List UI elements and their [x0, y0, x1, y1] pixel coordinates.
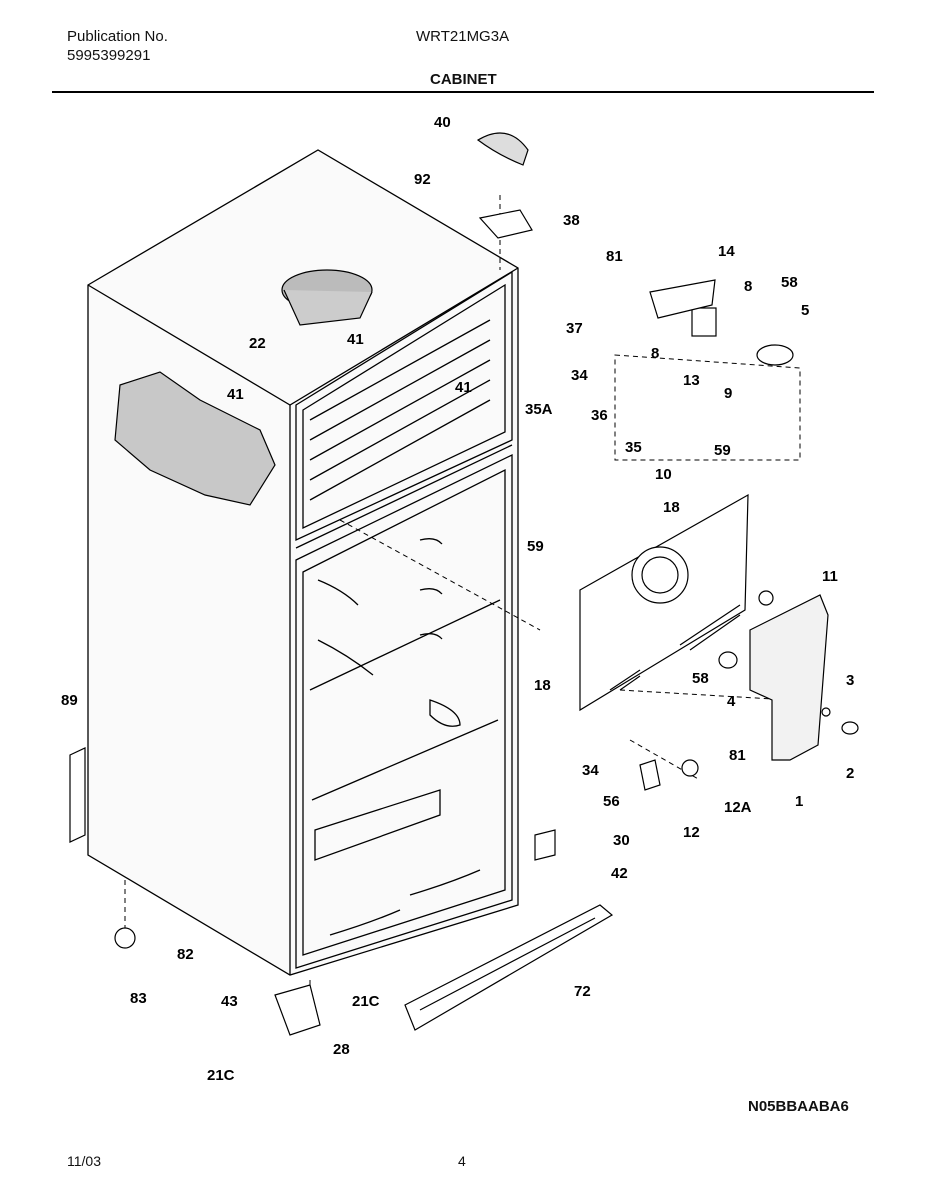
parts: [69, 132, 859, 1036]
callout-38: 38: [563, 212, 580, 229]
callout-59: 10: [655, 466, 672, 483]
section-title: CABINET: [430, 71, 497, 88]
publication-number: 5995399291: [67, 47, 151, 64]
page-number: 4: [458, 1153, 466, 1169]
callout-2: 2: [846, 765, 854, 782]
callout-42: 42: [611, 865, 628, 882]
callout-81: 81: [606, 248, 623, 265]
callout-21C: 21C: [207, 1067, 235, 1084]
callout-34: 34: [571, 367, 588, 384]
callout-40: 40: [434, 114, 451, 131]
callout-82: 82: [177, 946, 194, 963]
callout-72: 72: [574, 983, 591, 1000]
callout-58: 58: [692, 670, 709, 687]
callout-8: 8: [744, 278, 752, 295]
callout-35: 35: [625, 439, 642, 456]
diagram-code: N05BBAABA6: [748, 1098, 849, 1115]
part-callouts: 40 92 38 81 14 58 8 5 37 41 22 41 41 34 …: [61, 114, 854, 1084]
callout-58: 58: [781, 274, 798, 291]
callout-35A: 35A: [525, 401, 553, 418]
callout-13: 13: [683, 372, 700, 389]
model-number: WRT21MG3A: [416, 28, 510, 45]
cabinet-body: [87, 149, 519, 976]
callout-41: 41: [227, 386, 244, 403]
callout-83: 83: [130, 990, 147, 1007]
callout-37: 37: [566, 320, 583, 337]
callout-43: 43: [221, 993, 238, 1010]
callout-81: 81: [729, 747, 746, 764]
callout-56: 56: [603, 793, 620, 810]
callout-22: 22: [249, 335, 266, 352]
callout-18: 18: [663, 499, 680, 516]
callout-5: 5: [801, 302, 809, 319]
callout-12A: 12A: [724, 799, 752, 816]
callout-41: 41: [455, 379, 472, 396]
publication-label: Publication No.: [67, 28, 168, 45]
callout-30: 30: [613, 832, 630, 849]
callout-3: 3: [846, 672, 854, 689]
callout-8: 8: [651, 345, 659, 362]
callout-4: 4: [727, 693, 736, 710]
callout-36: 36: [591, 407, 608, 424]
callout-12: 12: [683, 824, 700, 841]
callout-1: 1: [795, 793, 803, 810]
callout-18: 18: [534, 677, 551, 694]
callout-11: 11: [822, 568, 838, 585]
callout-59: 59: [527, 538, 544, 555]
callout-14: 14: [718, 243, 735, 260]
callout-9: 9: [724, 385, 732, 402]
callout-10: 59: [714, 442, 731, 459]
callout-92: 92: [414, 171, 431, 188]
callout-41: 41: [347, 331, 364, 348]
callout-89: 89: [61, 692, 78, 709]
callout-34: 34: [582, 762, 599, 779]
callout-28: 28: [333, 1041, 350, 1058]
header-divider: [52, 91, 874, 93]
footer-date: 11/03: [67, 1153, 101, 1169]
callout-21C: 21C: [352, 993, 380, 1010]
